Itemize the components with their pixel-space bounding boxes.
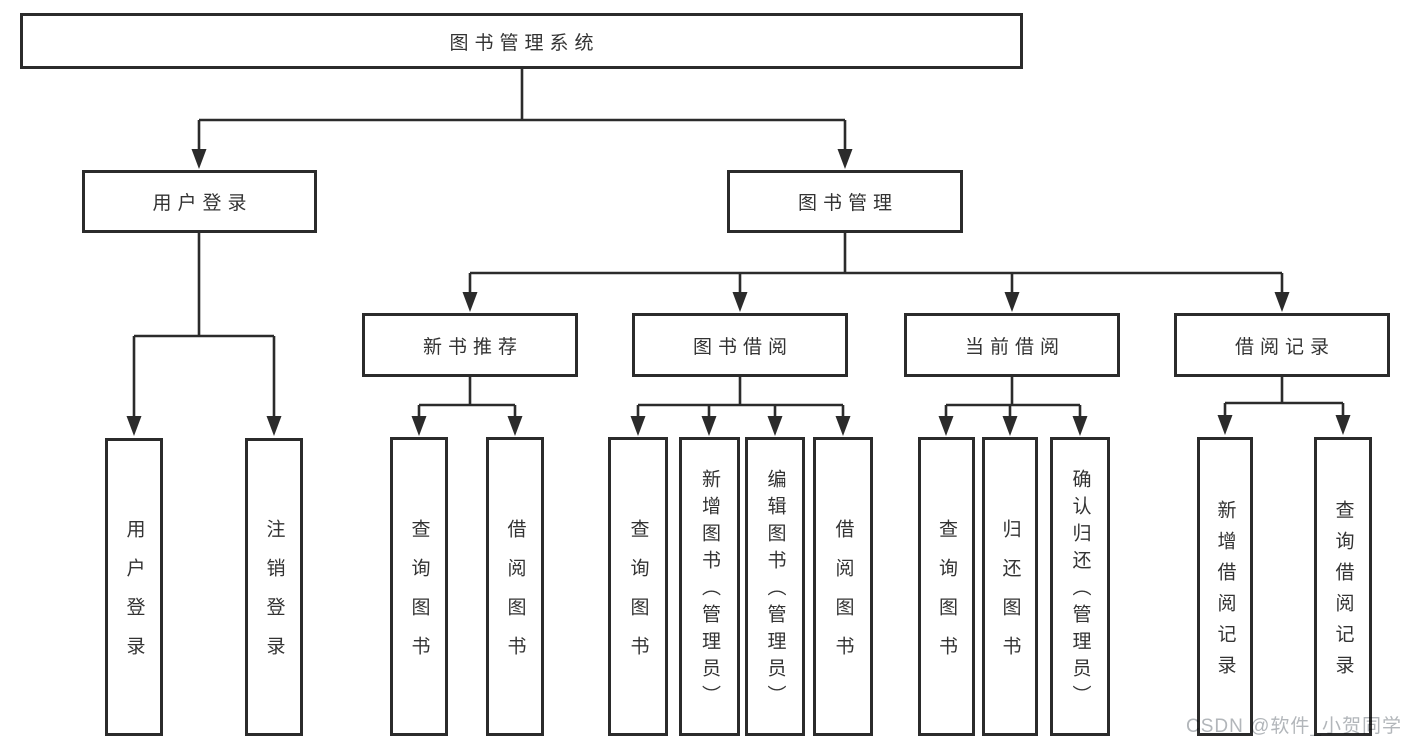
edge-records-to-leaves	[1223, 377, 1345, 417]
leaf-current-return-books: 归还图书	[982, 437, 1038, 736]
leaf-borrow-query-books: 查询图书	[608, 437, 668, 736]
arrow-down-icon	[462, 292, 478, 312]
arrow-down-icon	[266, 416, 282, 436]
leaf-borrow-borrow-books: 借阅图书	[813, 437, 873, 736]
arrow-down-icon	[126, 416, 142, 436]
arrow-down-icon	[1335, 415, 1351, 435]
node-book-management: 图书管理	[727, 170, 963, 233]
node-book-borrow: 图书借阅	[632, 313, 848, 377]
edge-recommend-to-leaves	[417, 377, 517, 418]
arrow-down-icon	[1072, 416, 1088, 436]
leaf-current-query-books: 查询图书	[918, 437, 975, 736]
arrow-down-icon	[411, 416, 427, 436]
arrow-down-icon	[1217, 415, 1233, 435]
node-new-book-recommend: 新书推荐	[362, 313, 578, 377]
leaf-records-add-record: 新增借阅记录	[1197, 437, 1253, 736]
arrow-down-icon	[630, 416, 646, 436]
edge-root-to-level1	[197, 69, 847, 151]
arrowheads	[126, 149, 1351, 436]
node-user-login: 用户登录	[82, 170, 317, 233]
edge-userlogin-to-leaves	[132, 233, 276, 418]
leaf-borrow-add-books-admin: 新增图书（管理员）	[679, 437, 740, 736]
arrow-down-icon	[701, 416, 717, 436]
leaf-records-query-record: 查询借阅记录	[1314, 437, 1372, 736]
leaf-recommend-borrow-books: 借阅图书	[486, 437, 544, 736]
edge-bookmgmt-to-level2	[468, 233, 1284, 294]
node-current-borrow: 当前借阅	[904, 313, 1120, 377]
csdn-watermark: CSDN @软件_小贺同学	[1186, 716, 1402, 737]
leaf-recommend-query-books: 查询图书	[390, 437, 448, 736]
leaf-logout: 注销登录	[245, 438, 303, 736]
arrow-down-icon	[835, 416, 851, 436]
edge-current-to-leaves	[944, 377, 1082, 418]
arrow-down-icon	[767, 416, 783, 436]
leaf-user-login: 用户登录	[105, 438, 163, 736]
arrow-down-icon	[1002, 416, 1018, 436]
arrow-down-icon	[507, 416, 523, 436]
arrow-down-icon	[1004, 292, 1020, 312]
leaf-current-confirm-return-admin: 确认归还（管理员）	[1050, 437, 1110, 736]
arrow-down-icon	[732, 292, 748, 312]
arrow-down-icon	[191, 149, 207, 169]
node-borrow-records: 借阅记录	[1174, 313, 1390, 377]
arrow-down-icon	[1274, 292, 1290, 312]
leaf-borrow-edit-books-admin: 编辑图书（管理员）	[745, 437, 805, 736]
arrow-down-icon	[938, 416, 954, 436]
node-root-system: 图书管理系统	[20, 13, 1023, 69]
edge-borrow-to-leaves	[636, 377, 845, 418]
arrow-down-icon	[837, 149, 853, 169]
